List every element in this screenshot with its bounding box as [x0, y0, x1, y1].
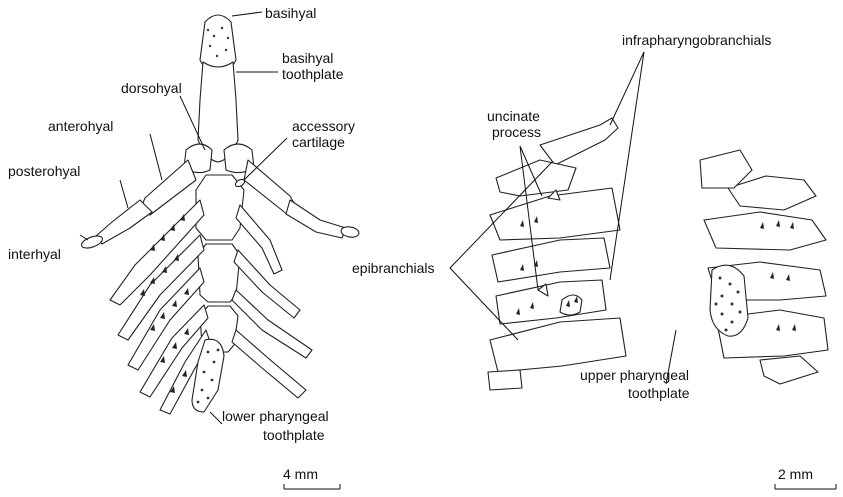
epibranchial-3 [492, 238, 610, 282]
label-infrapharyngobranchials: infrapharyngobranchials [622, 32, 771, 48]
label-accessory-cartilage-line1: accessory [292, 118, 355, 134]
epibranchial-5 [490, 318, 626, 372]
infrapharyngobranchial-1 [540, 118, 618, 165]
interhyal-right [340, 226, 359, 239]
right-element-5 [760, 356, 818, 384]
label-upper-pharyngeal-line1: upper pharyngeal [580, 367, 689, 383]
upper-pharyngeal-detail [700, 150, 828, 384]
label-uncinate-line1: uncinate [487, 108, 540, 124]
scale-bar-right: 2 mm [775, 466, 836, 489]
right-element-2 [704, 212, 826, 250]
right-element-1 [700, 150, 752, 188]
label-basihyal: basihyal [265, 5, 316, 21]
interhyal-left [80, 234, 104, 251]
label-basihyal-toothplate-line1: basihyal [282, 50, 333, 66]
label-lower-pharyngeal-line2: toothplate [263, 427, 325, 443]
upper-pharyngeal-toothplate-bone [710, 265, 748, 336]
scale-bar-right-label: 2 mm [778, 466, 813, 482]
label-uncinate-line2: process [492, 124, 541, 140]
anterohyal-left [140, 160, 196, 215]
label-basihyal-toothplate-line2: toothplate [282, 66, 344, 82]
epibranchial-4 [496, 280, 606, 324]
label-epibranchials: epibranchials [352, 260, 435, 276]
label-accessory-cartilage-line2: cartilage [292, 134, 345, 150]
label-interhyal: interhyal [8, 246, 61, 262]
label-lower-pharyngeal-line1: lower pharyngeal [222, 408, 329, 424]
posterohyal-right [286, 200, 346, 238]
label-posterohyal: posterohyal [8, 163, 80, 179]
scale-bar-left: 4 mm [283, 466, 340, 489]
basibranchial-2 [198, 244, 240, 302]
label-upper-pharyngeal-line2: toothplate [628, 385, 690, 401]
label-dorsohyal: dorsohyal [121, 80, 182, 96]
pharyngeal-plate-fragment [488, 370, 522, 390]
dorsal-gill-arch-skeleton [450, 52, 676, 390]
posterohyal-left [96, 200, 152, 244]
scale-bar-left-label: 4 mm [283, 466, 318, 482]
label-anterohyal: anterohyal [48, 118, 113, 134]
